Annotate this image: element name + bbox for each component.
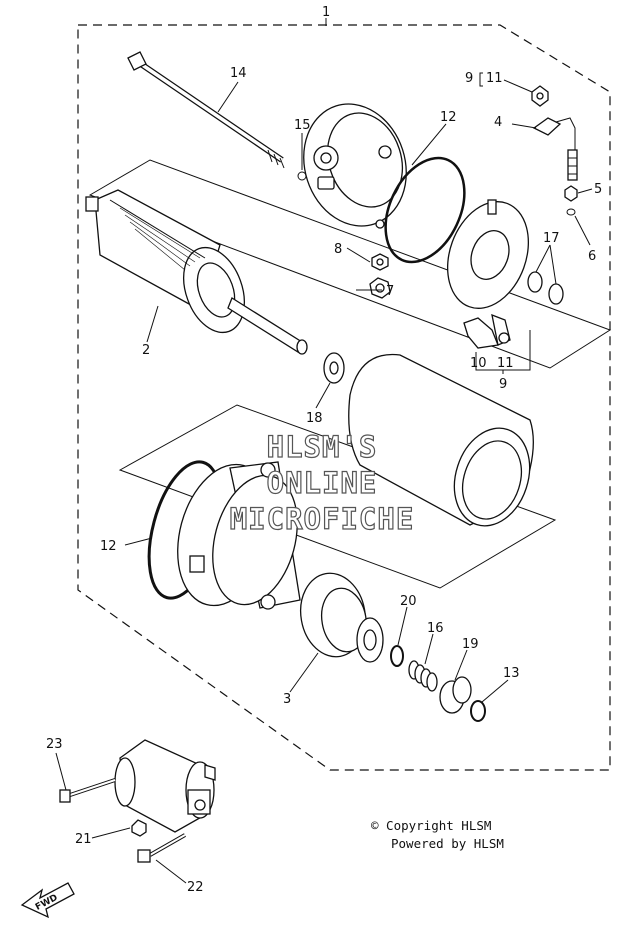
svg-text:MICROFICHE: MICROFICHE [230, 502, 415, 536]
bolt-23 [59, 778, 116, 803]
callout-23: 23 [46, 737, 63, 752]
armature [85, 189, 308, 355]
callout-11: 11 [497, 356, 514, 371]
starter-clutch [300, 572, 384, 663]
callout-22: 22 [187, 880, 204, 895]
assembly-boundary [77, 24, 611, 771]
brush-holder [463, 313, 511, 349]
callout-12: 12 [100, 539, 117, 554]
nut-11-top [531, 85, 549, 107]
fwd-arrow-icon: FWD [20, 882, 75, 919]
callout-17: 17 [543, 231, 560, 246]
callout-13: 13 [503, 666, 520, 681]
svg-text:ONLINE: ONLINE [267, 466, 378, 500]
circlip-13 [470, 700, 486, 722]
washer-17b [548, 283, 564, 305]
o-ring-15 [297, 171, 307, 181]
nut-21 [131, 819, 147, 837]
nut-5 [564, 185, 578, 202]
collar-19 [439, 676, 472, 714]
washer-17a [527, 271, 543, 293]
callout-8: 8 [334, 242, 342, 257]
svg-text:HLSM'S: HLSM'S [267, 430, 378, 464]
callout-3: 3 [283, 692, 291, 707]
callout-16: 16 [427, 621, 444, 636]
callout-11: 11 [486, 71, 503, 86]
callout-12: 12 [440, 110, 457, 125]
upper-plane [88, 159, 612, 369]
lower-plane [118, 404, 557, 589]
callout-6: 6 [588, 249, 596, 264]
leader-lines [55, 79, 593, 884]
callout-bracket [479, 72, 483, 87]
starter-motor-assembly [114, 739, 216, 833]
callout-15: 15 [294, 118, 311, 133]
yoke [348, 353, 534, 527]
callout-19: 19 [462, 637, 479, 652]
callout-5: 5 [594, 182, 602, 197]
callout-18: 18 [306, 411, 323, 426]
powered-by-text: Powered by HLSM [391, 836, 504, 851]
rear-cover [303, 103, 407, 229]
washer-20 [390, 645, 404, 667]
o-ring-12-top [384, 156, 466, 264]
front-cover [147, 460, 301, 610]
bolt-22 [137, 833, 186, 863]
callout-7: 7 [386, 284, 394, 299]
callout-14: 14 [230, 66, 247, 81]
through-bolt [127, 51, 285, 169]
callout-1: 1 [322, 5, 330, 20]
spring-16 [408, 660, 438, 692]
callout-9: 9 [499, 377, 507, 392]
nut-8 [371, 253, 389, 271]
copyright-text: © Copyright HLSM [371, 818, 492, 833]
callout-4: 4 [494, 115, 502, 130]
callout-9: 9 [465, 71, 473, 86]
callout-20: 20 [400, 594, 417, 609]
callout-10: 10 [470, 356, 487, 371]
washer-6 [566, 208, 576, 216]
brush-plate [446, 199, 530, 309]
callout-21: 21 [75, 832, 92, 847]
watermark: HLSM'S ONLINE MICROFICHE [229, 429, 415, 536]
lead-wire [532, 117, 578, 181]
callout-2: 2 [142, 343, 150, 358]
